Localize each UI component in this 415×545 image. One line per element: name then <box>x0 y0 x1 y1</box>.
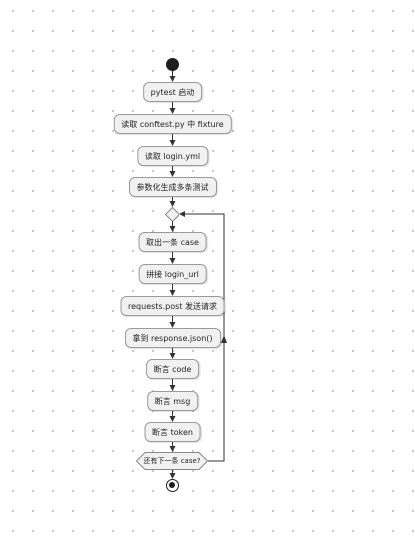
start-node <box>166 58 179 71</box>
step-get-response: 拿到 response.json() <box>124 328 221 348</box>
step-build-url: 拼接 login_url <box>138 264 207 284</box>
step-take-case: 取出一条 case <box>138 232 207 252</box>
step-assert-code: 断言 code <box>145 359 200 379</box>
step-parametrize: 参数化生成多条测试 <box>128 177 217 197</box>
step-pytest-start: pytest 启动 <box>142 82 203 102</box>
step-assert-msg: 断言 msg <box>146 391 199 411</box>
decision-next-case: 还有下一条 case? <box>136 452 208 470</box>
step-send-request: requests.post 发送请求 <box>120 296 225 316</box>
merge-diamond <box>165 207 179 221</box>
step-assert-token: 断言 token <box>144 422 201 442</box>
step-read-login-yml: 读取 login.yml <box>136 146 209 166</box>
decision-label: 还有下一条 case? <box>143 457 201 465</box>
loop-up-arrowhead <box>221 335 227 343</box>
end-node <box>166 479 179 492</box>
step-read-conftest: 读取 conftest.py 中 fixture <box>113 114 232 134</box>
